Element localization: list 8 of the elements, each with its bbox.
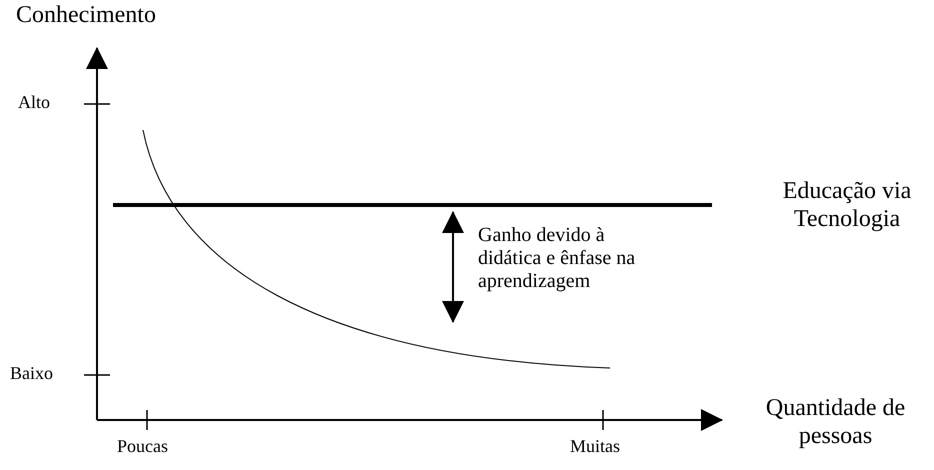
annotation-text: Ganho devido à didática e ênfase na aprendizagem — [478, 224, 636, 293]
axis-tick-label: Alto — [18, 92, 50, 113]
axis-tick-label: Poucas — [117, 436, 168, 457]
axis-title: Quantidade de pessoas — [764, 395, 906, 450]
axis-tick-label: Baixo — [10, 363, 53, 384]
series-label: Educação via Tecnologia — [782, 178, 912, 234]
axis-title: Conhecimento — [16, 2, 156, 30]
axis-tick-label: Muitas — [570, 436, 620, 457]
